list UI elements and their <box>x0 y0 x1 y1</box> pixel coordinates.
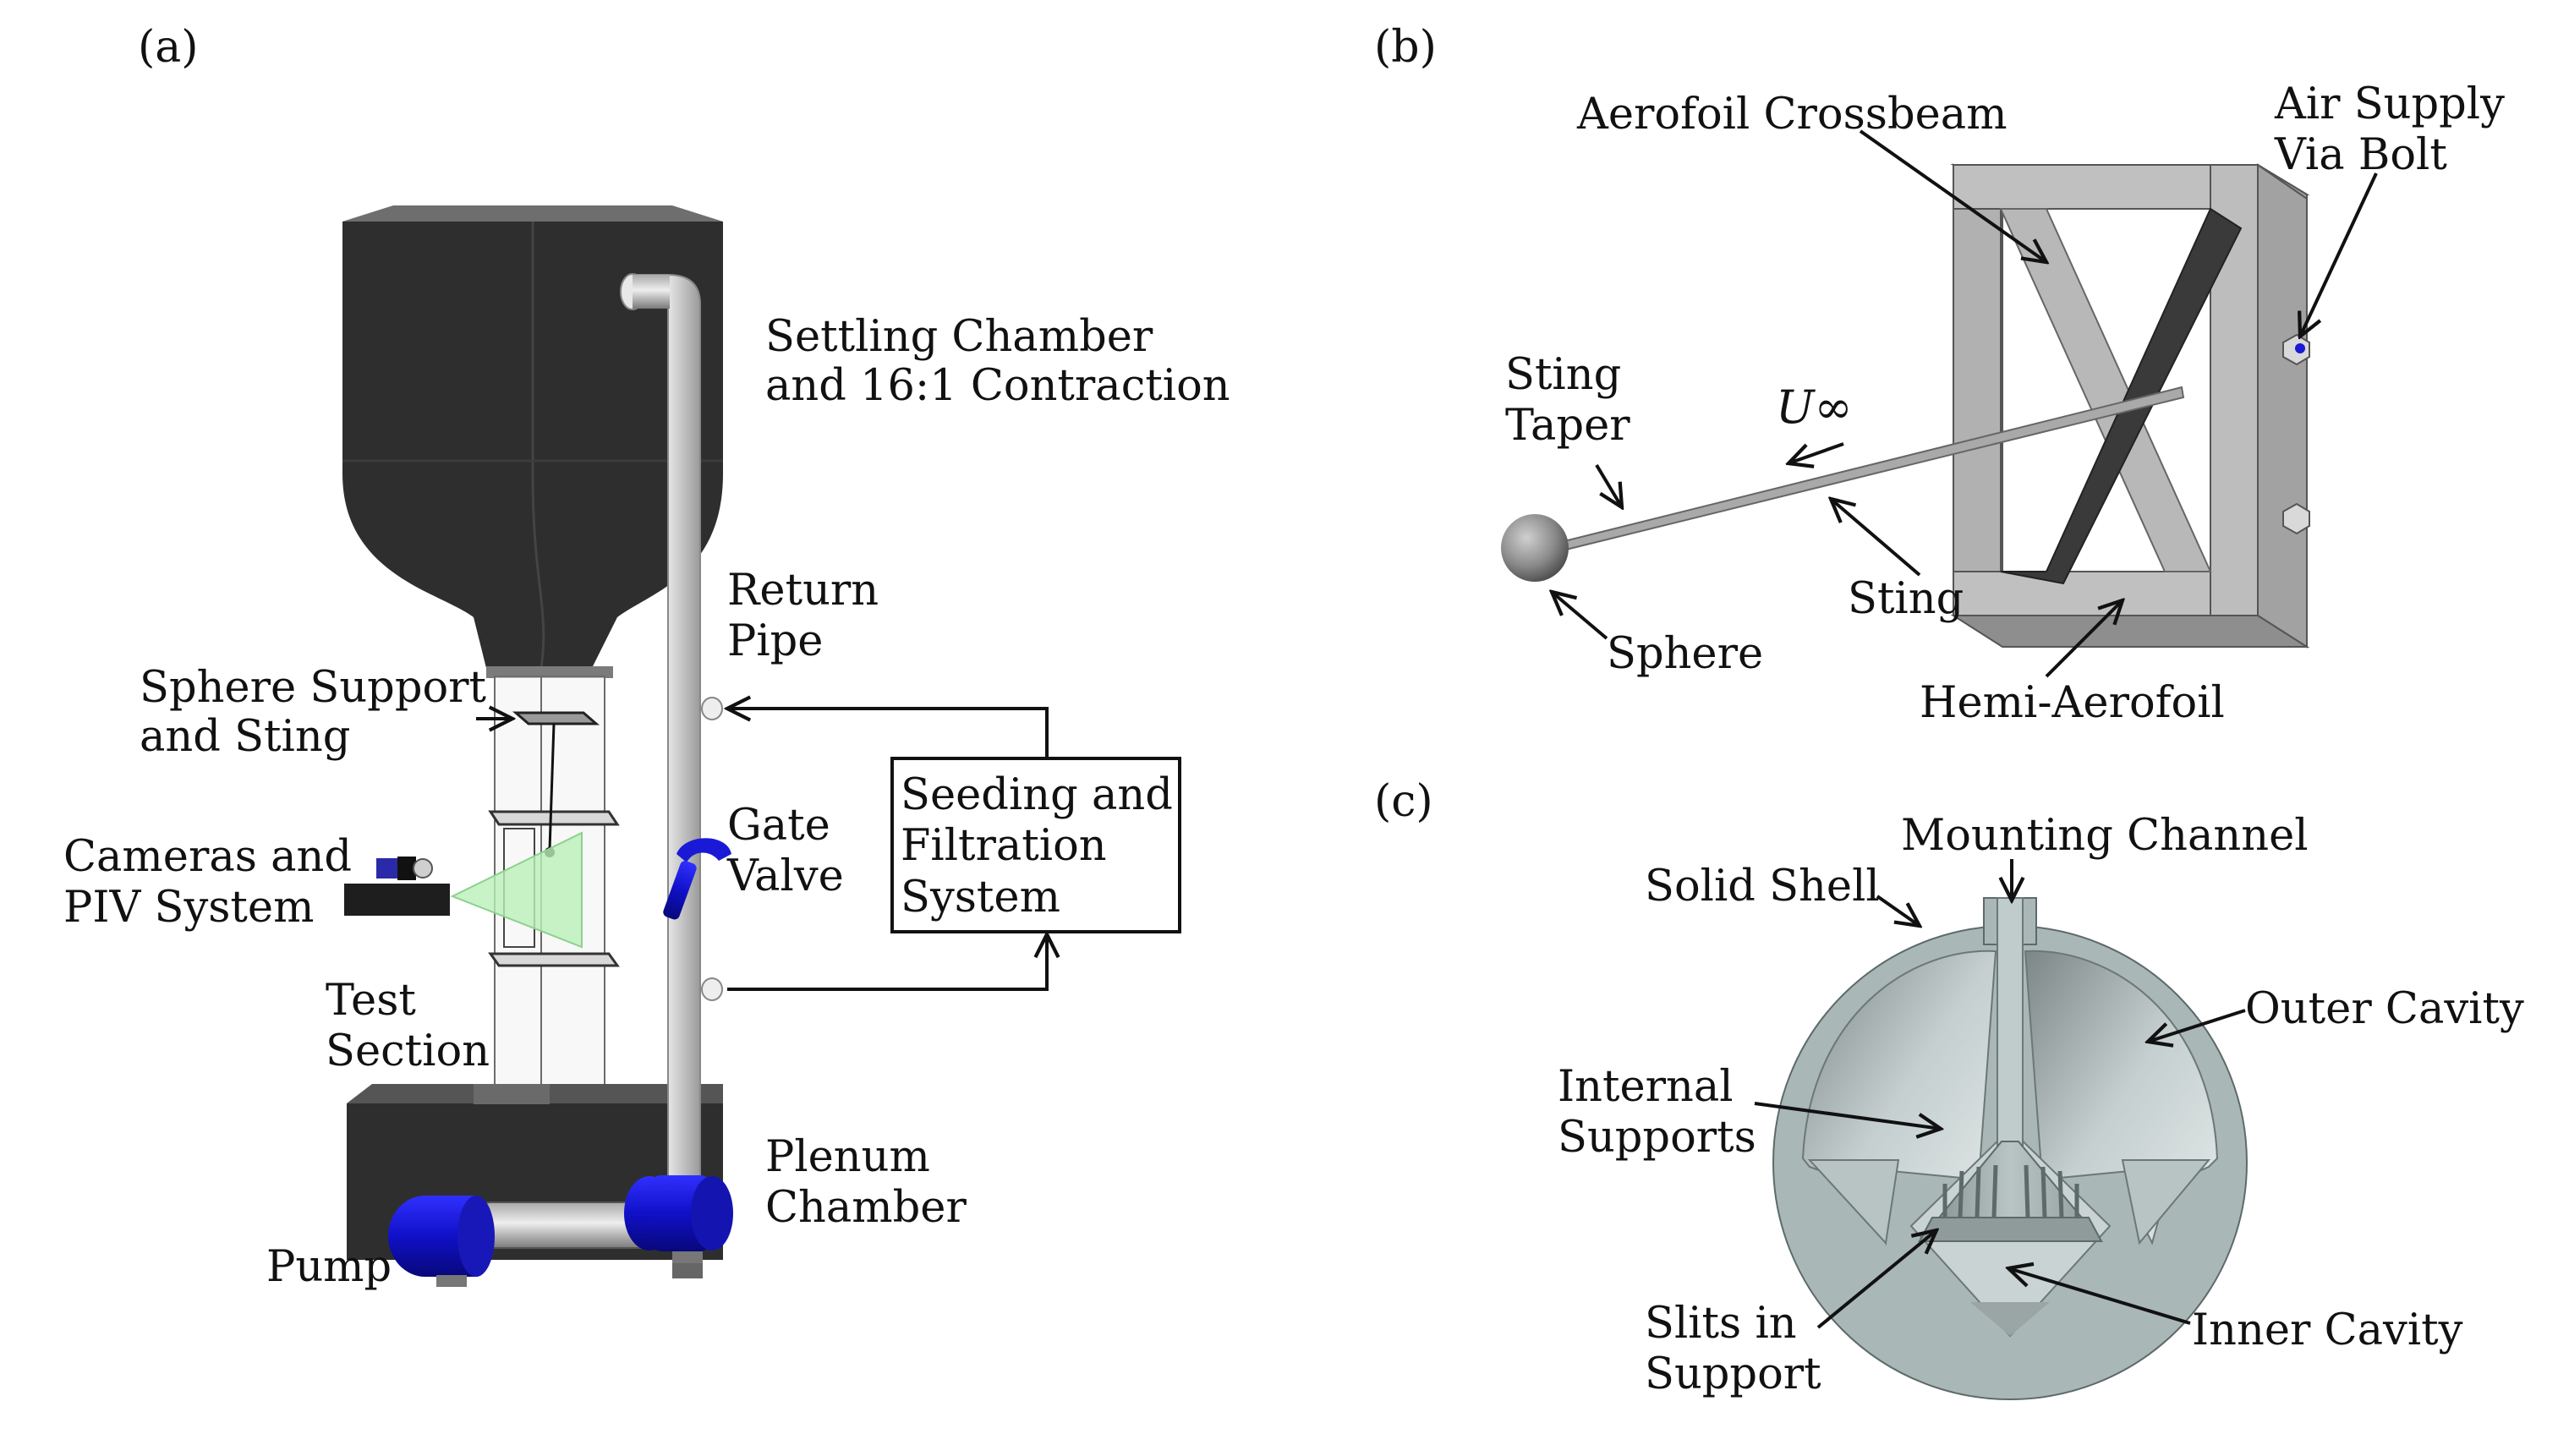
label-sphere-support-1: Sphere Support <box>140 663 487 713</box>
seeding-box <box>890 757 1181 933</box>
label-test-1: Test <box>326 976 416 1026</box>
label-mounting: Mounting Channel <box>1901 811 2309 861</box>
label-settling-2: and 16:1 Contraction <box>765 361 1230 411</box>
panel-a-tag: (a) <box>138 22 199 73</box>
label-cameras-2: PIV System <box>63 883 314 933</box>
sting-arrow <box>1831 499 1921 577</box>
label-test-2: Section <box>326 1026 490 1076</box>
label-sphere: Sphere <box>1607 629 1763 679</box>
label-internal-2: Supports <box>1558 1113 1756 1163</box>
label-pump: Pump <box>266 1242 392 1292</box>
label-return-2: Pipe <box>727 616 823 666</box>
label-cameras-1: Cameras and <box>63 832 352 882</box>
laser-sheet <box>450 831 583 949</box>
label-gate-1: Gate <box>727 801 830 851</box>
label-crossbeam: Aerofoil Crossbeam <box>1576 90 2008 140</box>
settling-chamber <box>342 205 723 678</box>
panel-c: (c) <box>1374 776 2524 1400</box>
panel-b-tag: (b) <box>1374 22 1437 73</box>
slits-arrow <box>1816 1230 1936 1329</box>
label-u-inf: U∞ <box>1776 380 1853 434</box>
label-settling-1: Settling Chamber <box>765 312 1153 362</box>
label-sting: Sting <box>1848 574 1964 624</box>
label-seeding-3: System <box>901 873 1060 922</box>
taper-arrow <box>1595 463 1622 507</box>
pump <box>388 1175 733 1287</box>
label-hemi: Hemi-Aerofoil <box>1920 678 2225 728</box>
inner-cavity-arrow <box>2008 1268 2191 1325</box>
sphere-arrow <box>1552 592 1608 640</box>
label-plenum-2: Chamber <box>765 1183 967 1233</box>
label-sphere-support-2: and Sting <box>140 712 350 762</box>
air-supply-arrow <box>2300 172 2378 337</box>
label-taper-1: Sting <box>1505 350 1621 400</box>
label-seeding-2: Filtration <box>901 821 1107 871</box>
outer-cavity-arrow <box>2148 1009 2246 1042</box>
hemi-arrow <box>2045 600 2123 678</box>
internal-supports-arrow <box>1754 1102 1941 1129</box>
label-slits-2: Support <box>1645 1349 1821 1399</box>
label-slits-1: Slits in <box>1645 1299 1797 1349</box>
sting-sphere <box>1501 386 2185 582</box>
label-internal-1: Internal <box>1558 1062 1734 1112</box>
gate-valve <box>663 838 731 920</box>
label-seeding-1: Seeding and <box>901 770 1173 820</box>
label-gate-2: Valve <box>726 851 844 901</box>
solid-shell-arrow <box>1876 895 1920 926</box>
label-air-1: Air Supply <box>2274 79 2505 129</box>
label-plenum-1: Plenum <box>765 1132 930 1182</box>
sphere-cutaway <box>1772 897 2248 1400</box>
label-air-2: Via Bolt <box>2274 130 2447 180</box>
return-pipe <box>620 273 723 1201</box>
panel-a: (a) <box>63 22 1230 1292</box>
label-solid: Solid Shell <box>1645 862 1880 911</box>
aerofoil-frame <box>1950 163 2310 649</box>
label-outer: Outer Cavity <box>2245 984 2524 1034</box>
flow-direction-arrow <box>1788 442 1844 463</box>
label-return-1: Return <box>727 566 879 616</box>
label-taper-2: Taper <box>1505 401 1630 451</box>
panel-c-tag: (c) <box>1374 776 1433 827</box>
label-inner: Inner Cavity <box>2192 1305 2463 1355</box>
crossbeam-arrow <box>1859 129 2046 262</box>
panel-b: (b) <box>1374 22 2505 728</box>
pipe-to-seeding-arrow <box>727 934 1047 991</box>
seeding-to-pipe-arrow <box>727 709 1049 758</box>
cameras-piv <box>344 857 450 916</box>
